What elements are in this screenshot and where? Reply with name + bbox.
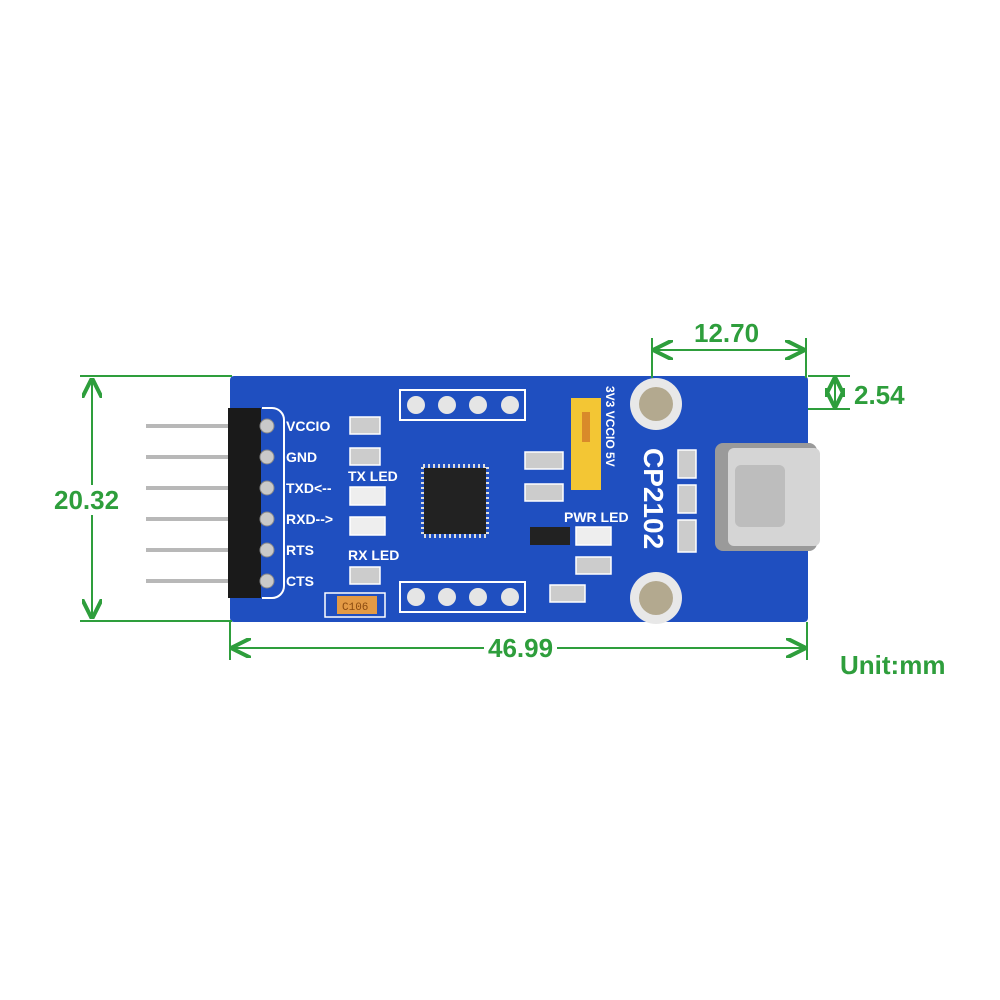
header-pins — [146, 424, 232, 583]
dim-width: 46.99 — [484, 633, 558, 663]
tx-led-label: TX LED — [348, 468, 398, 484]
pin-label-rts: RTS — [286, 542, 314, 558]
mount-screw-icon — [630, 378, 682, 624]
dim-edge-offset: 2.54 — [850, 380, 909, 410]
pad-row-top — [399, 389, 526, 421]
pin-label-vccio: VCCIO — [286, 418, 330, 434]
pwr-led-label: PWR LED — [564, 509, 629, 525]
pin-label-cts: CTS — [286, 573, 314, 589]
jumper-label: 3V3 VCCIO 5V — [603, 386, 617, 467]
dim-usb-width: 12.70 — [694, 318, 760, 348]
pad-row-bottom — [399, 581, 526, 613]
pin-label-gnd: GND — [286, 449, 317, 465]
dim-height: 20.32 — [50, 485, 124, 515]
cp2102-chip — [421, 464, 489, 538]
rx-led-label: RX LED — [348, 547, 399, 563]
pin-label-txd: TXD<-- — [286, 480, 332, 496]
pin-header — [228, 408, 261, 598]
unit-label: Unit:mm — [840, 650, 946, 680]
voltage-jumper — [571, 398, 601, 490]
pin-label-rxd: RXD--> — [286, 511, 333, 527]
chip-name-label: CP2102 — [638, 448, 669, 549]
smd-components — [349, 416, 697, 603]
transistor — [530, 527, 570, 545]
capacitor-c106 — [337, 596, 377, 614]
usb-c-connector — [715, 443, 820, 551]
capacitor-label: C106 — [342, 602, 368, 614]
pcb-board — [230, 376, 808, 622]
